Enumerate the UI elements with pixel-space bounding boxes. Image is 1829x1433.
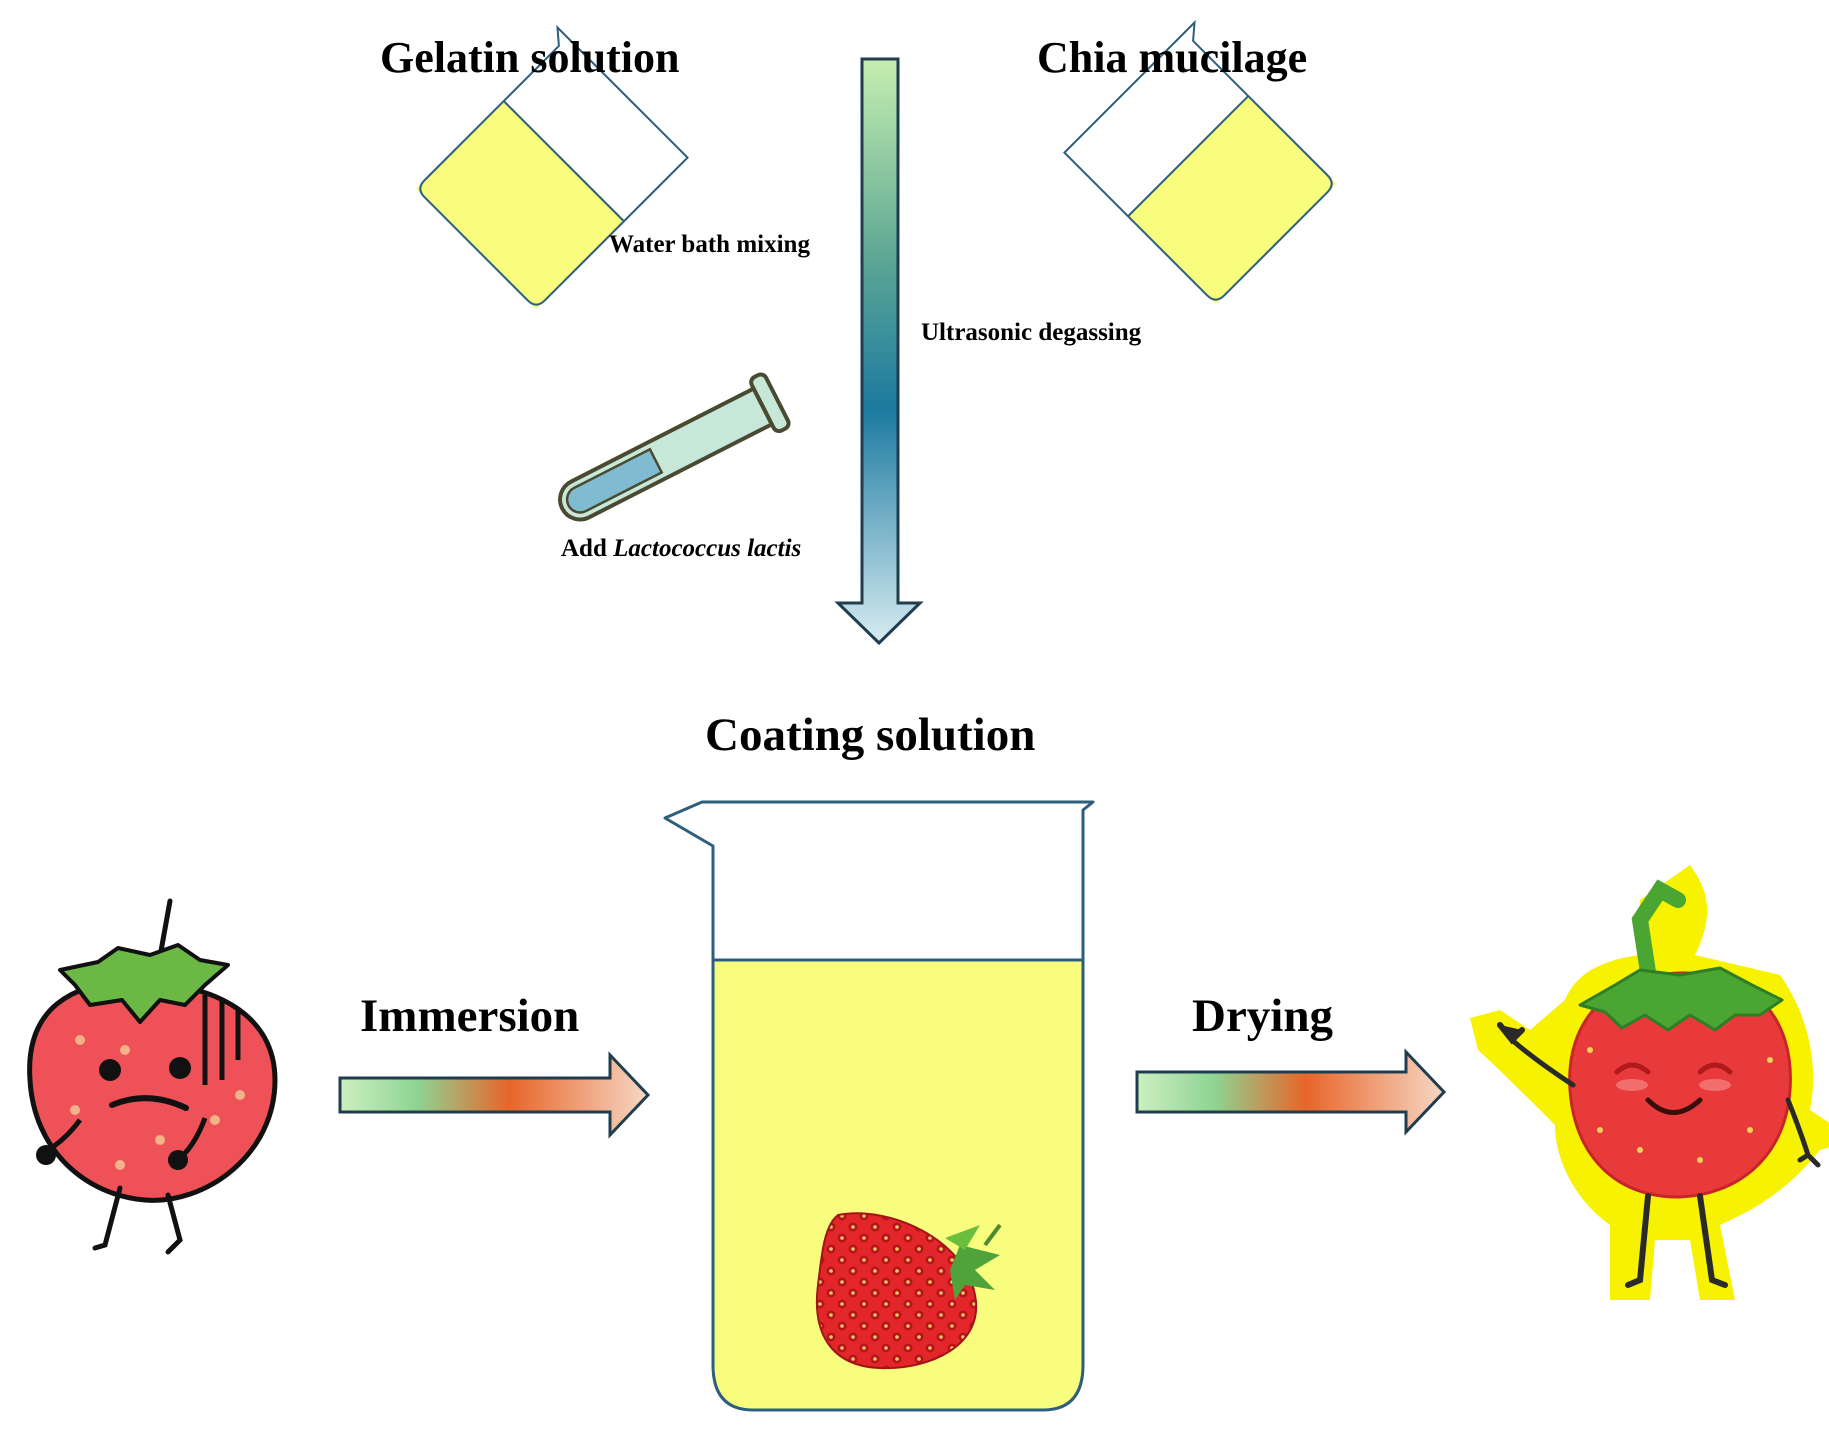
ultrasonic-degassing-label: Ultrasonic degassing — [921, 319, 1142, 346]
water-bath-mixing-label: Water bath mixing — [609, 231, 810, 258]
sad-strawberry-icon — [27, 898, 278, 1255]
gelatin-beaker-icon — [416, 24, 689, 309]
immersion-label: Immersion — [360, 990, 580, 1042]
strawberry-icon — [816, 1212, 1002, 1370]
coating-beaker-icon — [663, 800, 1095, 1412]
immersion-arrow — [338, 1051, 651, 1139]
add-lactococcus-label: Add Lactococcus lactis — [561, 536, 801, 561]
drying-arrow — [1135, 1048, 1447, 1136]
chia-mucilage-label: Chia mucilage — [1037, 33, 1308, 82]
chia-beaker-icon — [1063, 19, 1336, 304]
test-tube-icon — [558, 372, 791, 522]
coating-solution-label: Coating solution — [705, 709, 1036, 761]
gelatin-solution-label: Gelatin solution — [380, 33, 680, 82]
species-name: Lactococcus lactis — [613, 535, 802, 562]
vertical-process-arrow — [834, 57, 924, 646]
happy-strawberry-icon — [1470, 865, 1829, 1300]
add-prefix: Add — [561, 535, 614, 562]
drying-label: Drying — [1192, 990, 1333, 1042]
